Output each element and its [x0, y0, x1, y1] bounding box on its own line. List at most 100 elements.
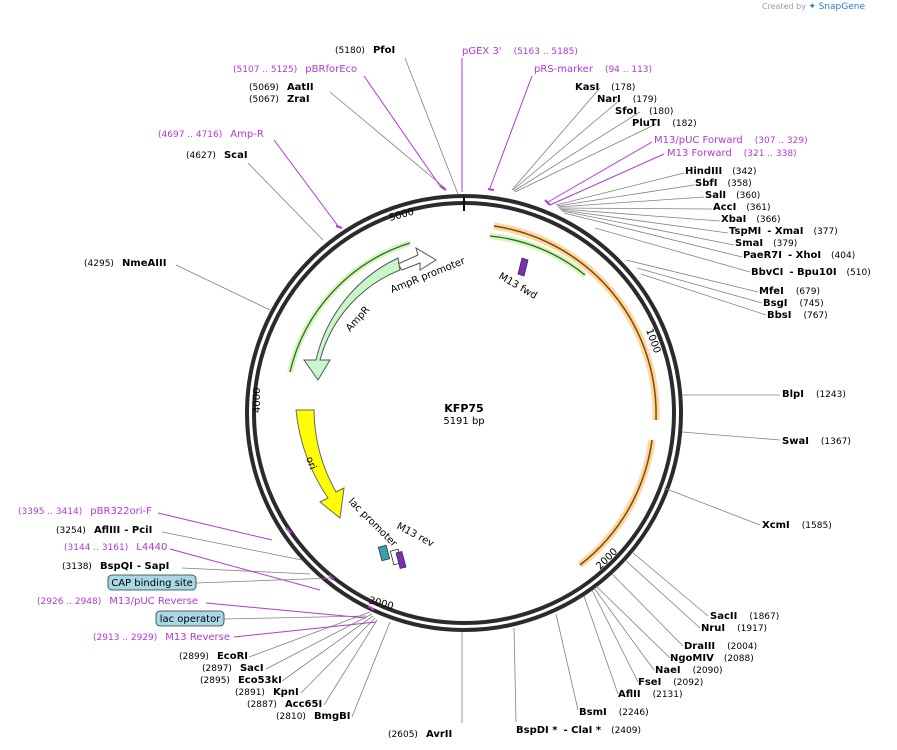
m13-fwd-box[interactable] [517, 257, 529, 277]
leader-paer7i [563, 212, 743, 258]
feature-ampr-label: AmpR [344, 304, 372, 334]
enzyme-kpni[interactable]: (2891)KpnI [235, 687, 299, 698]
enzyme-pluti[interactable]: PluTI(182) [632, 118, 697, 129]
leader-acci [558, 207, 713, 210]
leader-kasi [511, 87, 601, 191]
enzyme-bbvci-bpu10i[interactable]: BbvCI- Bpu10I(510) [751, 267, 871, 278]
leader-cap-binding [195, 577, 335, 584]
leader-saci [265, 613, 373, 670]
enzyme-naei[interactable]: NaeI(2090) [655, 665, 723, 676]
enzyme-sacii[interactable]: SacII(1867) [710, 611, 779, 622]
enzyme-mfei[interactable]: MfeI(679) [759, 286, 820, 297]
leader-tspmi [560, 209, 729, 234]
leader-m13puc-rev [205, 602, 367, 619]
arc-green-top-line [489, 235, 586, 276]
ampr-arrow[interactable] [303, 257, 401, 381]
enzyme-nmeaiii[interactable]: (4295)NmeAIII [84, 258, 166, 269]
primer-mark-2 [487, 188, 495, 191]
enzyme-blpi[interactable]: BlpI(1243) [782, 389, 846, 400]
enzyme-eco53ki[interactable]: (2895)Eco53kI [200, 675, 282, 686]
enzyme-bsgi[interactable]: BsgI(745) [763, 298, 824, 309]
primer-mark-7 [367, 605, 375, 611]
enzyme-bspqi-sapi[interactable]: (3138)BspQI- SapI [62, 561, 169, 572]
enzyme-tspmi-xmai[interactable]: TspMI- XmaI(377) [729, 226, 838, 237]
enzyme-draiii[interactable]: DraIII(2004) [684, 641, 757, 652]
leader-sali [557, 196, 705, 208]
primer-m13-reverse[interactable]: (2913 .. 2929)M13 Reverse [93, 632, 230, 643]
plasmid-name: KFP75 [444, 402, 483, 415]
enzyme-sfoi[interactable]: SfoI(180) [615, 106, 673, 117]
enzyme-fsei[interactable]: FseI(2092) [638, 677, 703, 688]
enzyme-pfoi[interactable]: (5180)PfoI [335, 45, 395, 56]
enzyme-sali[interactable]: SalI(360) [705, 190, 760, 201]
leader-eco53ki [281, 615, 374, 682]
primer-m13puc-reverse[interactable]: (2926 .. 2948)M13/pUC Reverse [37, 596, 198, 607]
lac-operator-label[interactable]: lac operator [155, 610, 367, 627]
primer-pgex3[interactable]: pGEX 3'(5163 .. 5185) [462, 46, 578, 57]
m13-rev-box[interactable] [395, 551, 407, 569]
enzyme-paer7i-xhoi[interactable]: PaeR7I- XhoI(404) [743, 250, 855, 261]
cap-binding-site-label[interactable]: CAP binding site [107, 574, 335, 591]
enzyme-bspdi-clai[interactable]: BspDI *- ClaI *(2409) [516, 725, 641, 736]
feature-ori-label: ori [303, 455, 318, 471]
arc-orange-2 [579, 439, 653, 566]
leader-bbsi [640, 273, 767, 316]
enzyme-afliii-pcii[interactable]: (3254)AflIII- PciI [56, 525, 152, 536]
enzyme-smai[interactable]: SmaI(379) [735, 238, 797, 249]
enzyme-saci[interactable]: (2897)SacI [202, 663, 264, 674]
feature-lac-promoter-label: lac promoter [346, 496, 400, 550]
primer-pbrforeco[interactable]: (5107 .. 5125)pBRforEco [233, 64, 357, 75]
primer-mark-3 [335, 225, 343, 229]
enzyme-avrii[interactable]: (2605)AvrII [388, 729, 452, 740]
leader-naei [593, 587, 655, 671]
enzyme-swai[interactable]: SwaI(1367) [782, 436, 851, 447]
enzyme-hindiii[interactable]: HindIII(342) [685, 166, 756, 177]
enzyme-scai[interactable]: (4627)ScaI [186, 150, 248, 161]
enzyme-aatii[interactable]: (5069)AatII [249, 82, 314, 93]
leader-sfoi [513, 111, 641, 192]
cap-binding-box[interactable] [377, 544, 391, 562]
enzyme-ngomiv[interactable]: NgoMIV(2088) [670, 653, 754, 664]
leader-nari [512, 99, 621, 191]
plasmid-size: 5191 bp [443, 416, 484, 427]
enzyme-ecori[interactable]: (2899)EcoRI [179, 651, 248, 662]
enzyme-xbai[interactable]: XbaI(366) [721, 214, 781, 225]
enzyme-xcmi[interactable]: XcmI(1585) [762, 520, 832, 531]
enzyme-acc65i[interactable]: (2887)Acc65I [247, 699, 322, 710]
leader-m13puc-fwd [547, 141, 653, 203]
ori-arrow[interactable] [295, 409, 345, 519]
enzyme-nrui[interactable]: NruI(1917) [701, 623, 767, 634]
enzyme-sbfi[interactable]: SbfI(358) [695, 178, 752, 189]
leader-pbrforeco [363, 75, 441, 187]
enzyme-bbsi[interactable]: BbsI(767) [767, 310, 828, 321]
enzyme-bmgbi[interactable]: (2810)BmgBI [276, 711, 350, 722]
primer-m13puc-forward[interactable]: M13/pUC Forward(307 .. 329) [654, 135, 808, 146]
lac-operator-text: lac operator [160, 614, 221, 625]
leader-lac-operator [223, 615, 367, 620]
primer-amp-r[interactable]: (4697 .. 4716)Amp-R [158, 129, 264, 140]
primer-mark-1 [439, 185, 447, 191]
credit-brand: SnapGene [818, 2, 865, 12]
leader-afliii [161, 531, 303, 561]
leader-acc65i [323, 619, 378, 706]
primer-mark-4 [544, 199, 551, 206]
leader-pfoi [404, 57, 459, 195]
leader-bsgi [636, 267, 763, 304]
primer-mark-5 [285, 527, 292, 534]
enzyme-kasi[interactable]: KasI(178) [575, 82, 635, 93]
enzyme-bsmi[interactable]: BsmI(2246) [579, 707, 649, 718]
leader-bsmi [555, 613, 579, 711]
enzyme-acci[interactable]: AccI(361) [713, 202, 771, 213]
enzyme-aflii[interactable]: AflII(2131) [618, 689, 683, 700]
leader-ecori [248, 611, 371, 658]
enzyme-zrai[interactable]: (5067)ZraI [249, 94, 310, 105]
enzyme-nari[interactable]: NarI(179) [597, 94, 657, 105]
primer-prs-marker[interactable]: pRS-marker(94 .. 113) [534, 64, 652, 75]
primer-l4440[interactable]: (3144 .. 3161)L4440 [64, 542, 167, 553]
feature-m13-fwd-label: M13 fwd [497, 271, 539, 302]
ampr-promoter-arrow[interactable] [397, 246, 437, 271]
primer-m13-forward[interactable]: M13 Forward(321 .. 338) [667, 148, 797, 159]
primer-pbr322ori-f[interactable]: (3395 .. 3414)pBR322ori-F [18, 506, 152, 517]
leader-smai [561, 210, 735, 246]
